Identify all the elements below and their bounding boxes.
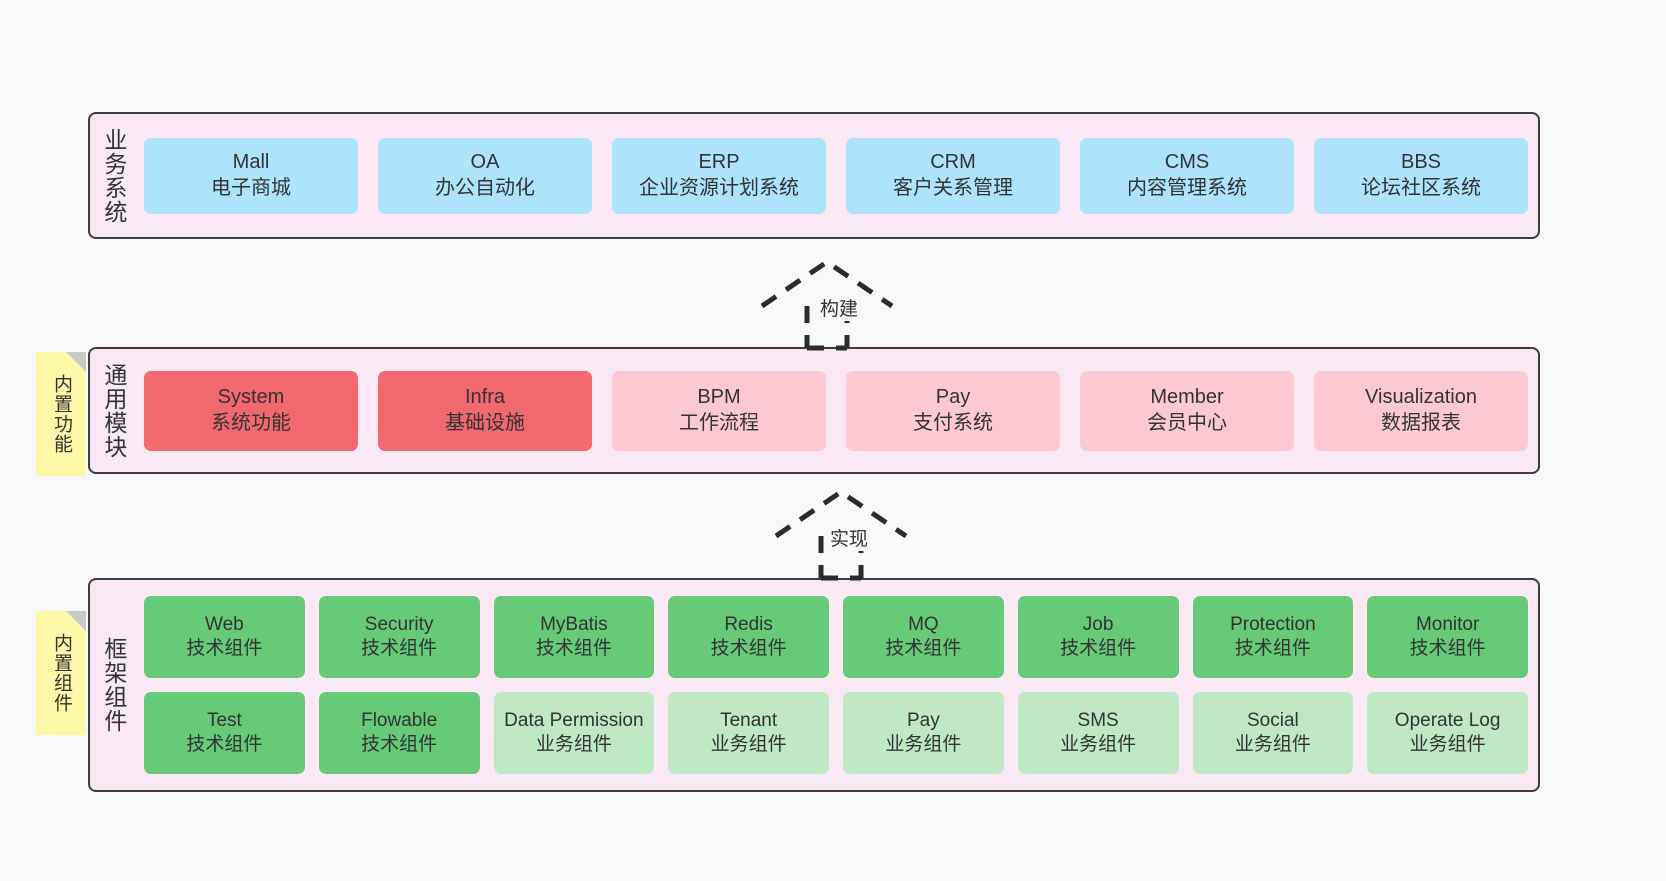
card-title: Visualization: [1365, 385, 1477, 408]
card-subtitle: 业务组件: [1234, 734, 1311, 755]
note-label: 内置组件: [51, 633, 73, 713]
card-crm[interactable]: CRM 客户关系管理: [846, 137, 1060, 214]
card-title: Redis: [724, 613, 773, 635]
card-subtitle: 工作流程: [679, 411, 759, 434]
card-subtitle: 技术组件: [361, 638, 438, 659]
layer-title-business-systems: 业务系统: [100, 127, 127, 224]
card-job[interactable]: Job 技术组件: [1017, 596, 1179, 678]
card-security[interactable]: Security 技术组件: [318, 596, 480, 678]
layer-business-systems: 业务系统 Mall 电子商城 OA 办公自动化 ERP 企业资源计划系统 CRM…: [88, 112, 1540, 239]
card-bbs[interactable]: BBS 论坛社区系统: [1314, 137, 1528, 214]
card-infra[interactable]: Infra 基础设施: [378, 370, 592, 451]
card-subtitle: 技术组件: [1234, 638, 1311, 659]
card-sms[interactable]: SMS 业务组件: [1017, 692, 1179, 774]
card-subtitle: 办公自动化: [435, 176, 535, 199]
card-title: Test: [206, 709, 242, 731]
card-subtitle: 会员中心: [1147, 411, 1227, 434]
card-pay-module[interactable]: Pay 支付系统: [846, 370, 1060, 451]
card-title: Member: [1150, 385, 1224, 408]
card-subtitle: 电子商城: [211, 176, 291, 199]
layer-title-framework-components: 框架组件: [100, 637, 127, 733]
card-title: Web: [205, 613, 244, 635]
card-visualization[interactable]: Visualization 数据报表: [1314, 370, 1528, 451]
card-title: Pay: [935, 385, 971, 408]
card-title: Protection: [1230, 613, 1316, 635]
card-subtitle: 内容管理系统: [1127, 176, 1247, 199]
card-web[interactable]: Web 技术组件: [144, 596, 305, 678]
card-title: CMS: [1164, 150, 1210, 173]
card-subtitle: 技术组件: [1409, 638, 1486, 659]
card-subtitle: 业务组件: [1060, 734, 1137, 755]
card-mall[interactable]: Mall 电子商城: [144, 137, 358, 214]
note-built-in-functions: 内置功能: [36, 352, 86, 476]
card-subtitle: 基础设施: [445, 411, 525, 434]
card-title: Pay: [907, 709, 940, 731]
card-subtitle: 数据报表: [1381, 411, 1461, 434]
card-title: Monitor: [1415, 613, 1480, 635]
card-test[interactable]: Test 技术组件: [144, 692, 305, 774]
card-subtitle: 技术组件: [535, 638, 612, 659]
card-flowable[interactable]: Flowable 技术组件: [318, 692, 480, 774]
card-subtitle: 技术组件: [186, 638, 263, 659]
connector-implement-label: 实现: [827, 524, 872, 551]
card-monitor[interactable]: Monitor 技术组件: [1367, 596, 1528, 678]
layer-body-framework-components: Web 技术组件 Security 技术组件 MyBatis 技术组件 Redi…: [136, 580, 1538, 790]
card-title: BBS: [1400, 150, 1442, 173]
card-social[interactable]: Social 业务组件: [1192, 692, 1354, 774]
card-subtitle: 系统功能: [211, 411, 291, 434]
card-title: Infra: [464, 385, 506, 408]
card-title: Operate Log: [1394, 709, 1501, 731]
card-title: SMS: [1077, 709, 1119, 731]
card-title: Tenant: [720, 709, 778, 731]
card-tenant[interactable]: Tenant 业务组件: [668, 692, 829, 774]
card-redis[interactable]: Redis 技术组件: [668, 596, 829, 678]
connector-build-label: 构建: [817, 294, 862, 321]
card-subtitle: 论坛社区系统: [1361, 176, 1481, 199]
card-title: Security: [364, 613, 434, 635]
card-title: Data Permission: [504, 709, 644, 731]
card-title: MyBatis: [540, 613, 608, 635]
card-mq[interactable]: MQ 技术组件: [843, 596, 1004, 678]
layer-general-modules: 通用模块 System 系统功能 Infra 基础设施 BPM 工作流程 Pay…: [88, 347, 1540, 474]
card-subtitle: 技术组件: [710, 638, 787, 659]
card-subtitle: 企业资源计划系统: [639, 176, 799, 199]
card-subtitle: 业务组件: [885, 734, 962, 755]
card-subtitle: 支付系统: [913, 411, 993, 434]
card-oa[interactable]: OA 办公自动化: [378, 137, 592, 214]
card-member[interactable]: Member 会员中心: [1080, 370, 1294, 451]
card-system[interactable]: System 系统功能: [144, 370, 358, 451]
card-operate-log[interactable]: Operate Log 业务组件: [1367, 692, 1528, 774]
card-subtitle: 技术组件: [186, 734, 263, 755]
card-title: MQ: [908, 613, 939, 635]
card-pay-component[interactable]: Pay 业务组件: [843, 692, 1004, 774]
card-title: Mall: [232, 150, 270, 173]
card-subtitle: 业务组件: [535, 734, 612, 755]
card-subtitle: 技术组件: [1060, 638, 1137, 659]
card-subtitle: 业务组件: [1409, 734, 1486, 755]
card-subtitle: 业务组件: [710, 734, 787, 755]
card-erp[interactable]: ERP 企业资源计划系统: [612, 137, 826, 214]
card-subtitle: 技术组件: [885, 638, 962, 659]
card-title: ERP: [698, 150, 740, 173]
layer-title-general-modules: 通用模块: [100, 362, 127, 459]
note-built-in-components: 内置组件: [36, 611, 86, 735]
card-title: OA: [470, 150, 500, 173]
layer-body-business-systems: Mall 电子商城 OA 办公自动化 ERP 企业资源计划系统 CRM 客户关系…: [136, 114, 1538, 237]
layer-body-general-modules: System 系统功能 Infra 基础设施 BPM 工作流程 Pay 支付系统…: [136, 349, 1538, 472]
card-title: Social: [1247, 709, 1299, 731]
card-title: System: [217, 385, 285, 408]
card-mybatis[interactable]: MyBatis 技术组件: [493, 596, 655, 678]
layer-framework-components: 框架组件 Web 技术组件 Security 技术组件 MyBatis 技术组件…: [88, 578, 1540, 792]
note-label: 内置功能: [51, 374, 73, 454]
card-title: Flowable: [361, 709, 438, 731]
card-title: BPM: [697, 385, 741, 408]
card-subtitle: 客户关系管理: [893, 176, 1013, 199]
card-data-permission[interactable]: Data Permission 业务组件: [493, 692, 655, 774]
card-protection[interactable]: Protection 技术组件: [1192, 596, 1354, 678]
card-subtitle: 技术组件: [361, 734, 438, 755]
card-title: CRM: [930, 150, 976, 173]
card-title: Job: [1082, 613, 1114, 635]
card-cms[interactable]: CMS 内容管理系统: [1080, 137, 1294, 214]
card-bpm[interactable]: BPM 工作流程: [612, 370, 826, 451]
